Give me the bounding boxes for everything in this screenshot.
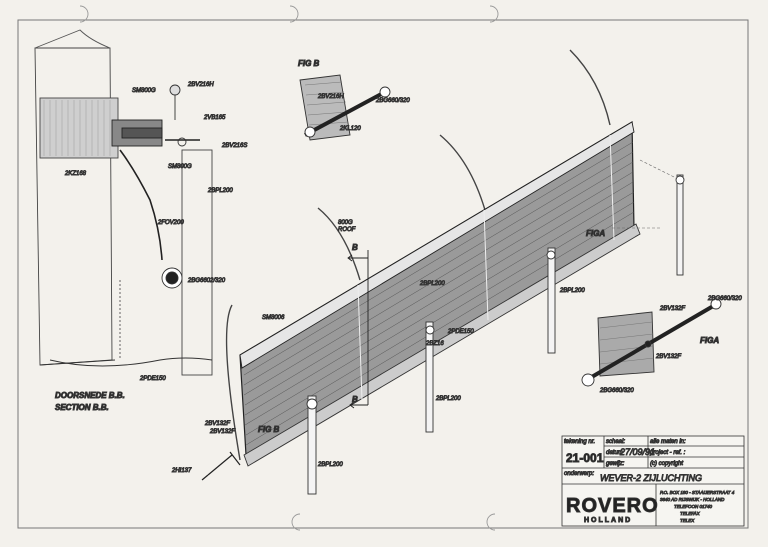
- gewijz-label: gewijz:: [606, 461, 625, 467]
- drawing-number: 21-001: [566, 451, 604, 465]
- label-2kz168: 2KZ168: [64, 171, 87, 177]
- fig-b-bottom-title: FIG B: [258, 425, 280, 434]
- curtain-panel: [239, 120, 641, 467]
- section-title-nl: DOORSNEDE B.B.: [55, 391, 125, 400]
- leader-lines: [612, 159, 677, 229]
- rovero-logo: ROVERO: [566, 495, 659, 517]
- label-2bpl200-d: 2BPL200: [559, 288, 585, 294]
- crank-handle: [201, 451, 241, 481]
- label-2bv132f: 2BV132F: [204, 421, 230, 427]
- label-2bz16: 2BZ16: [425, 341, 444, 347]
- label-sm8006: SM800G: [132, 88, 156, 94]
- label-2bv216h: 2BV216H: [187, 82, 214, 88]
- label-figb-2kl: 2KL120: [339, 126, 361, 132]
- label-800g: 800G: [338, 220, 353, 226]
- section-bb-view: [34, 29, 213, 376]
- label-2hi137: 2HI137: [171, 468, 192, 474]
- label-2bpl200-c: 2BPL200: [435, 396, 461, 402]
- label-2fov200: 2FOV200: [157, 220, 184, 226]
- project-ref-label: project - ref. :: [649, 450, 686, 456]
- label-figa-2bv2: 2BV132F: [655, 354, 681, 360]
- label-figa-2bg2: 2BG660/320: [599, 388, 634, 394]
- label-2bv132f-b: 2BV132F: [209, 429, 235, 435]
- label-2bpl200: 2BPL200: [207, 188, 233, 194]
- company-fax: TELEFAX: [680, 511, 701, 516]
- label-figa-2bg: 2BG660/320: [707, 296, 742, 302]
- copyright-label: (c) copyright: [650, 461, 683, 467]
- section-title-en: SECTION B.B.: [55, 403, 109, 412]
- label-sm8006-c: SM8006: [262, 315, 285, 321]
- label-2pde150-b: 2PDE150: [447, 329, 474, 335]
- label-figa-2bv: 2BV132F: [659, 306, 685, 312]
- label-2vb165: 2VB165: [203, 115, 226, 121]
- company-telex: TELEX: [680, 518, 695, 523]
- label-figb-2bg: 2BG660/320: [375, 98, 410, 104]
- section-marker-bottom: B: [352, 395, 358, 404]
- company-address-1: P.O. BOX 180 - STAAIJERSTRAAT 4: [660, 490, 735, 495]
- label-2bpl200-e: 2BPL200: [317, 462, 343, 468]
- label-roof: ROOF: [338, 227, 356, 233]
- tekening-nr-label: tekening nr.: [564, 439, 595, 445]
- drawing-subject: WEVER-2 ZIJLUCHTING: [600, 473, 702, 483]
- fig-b-top-title: FIG B: [298, 59, 320, 68]
- onderwerp-label: onderwerp:: [564, 471, 594, 477]
- fig-b-detail: [299, 74, 391, 141]
- wall-hatch: [39, 97, 119, 159]
- company-phone: TELEFOON 01740: [674, 504, 713, 509]
- label-2bpl200-b: 2BPL200: [419, 281, 445, 287]
- support-posts: [306, 174, 685, 495]
- rovero-logo-sub: HOLLAND: [584, 517, 632, 524]
- company-address-2: 3640 AD RIJSWIJK - HOLLAND: [660, 497, 725, 502]
- fig-a-right-title: FIGA: [586, 229, 605, 238]
- punch-holes: [79, 5, 499, 531]
- label-2pde150: 2PDE150: [139, 376, 166, 382]
- alle-maten-label: alle maten in:: [650, 439, 686, 445]
- section-marker-top: B: [352, 243, 358, 252]
- schaal-label: schaal:: [606, 439, 625, 445]
- greenhouse-hoops: [225, 49, 611, 461]
- label-sm8006-b: SM800G: [168, 164, 192, 170]
- fig-a-detail: [581, 298, 722, 387]
- title-block: [561, 435, 745, 527]
- section-line-bb: [347, 250, 369, 409]
- fig-a-small-title: FIGA: [700, 336, 719, 345]
- sheet-border: [17, 19, 749, 529]
- label-figb-2bv: 2BV216H: [317, 94, 344, 100]
- drawing-date: 27/09/91: [619, 447, 655, 457]
- label-2bg6602: 2BG6602/320: [187, 278, 226, 284]
- label-2bv216s: 2BV216S: [221, 143, 247, 149]
- datum-label: datum: [606, 450, 623, 456]
